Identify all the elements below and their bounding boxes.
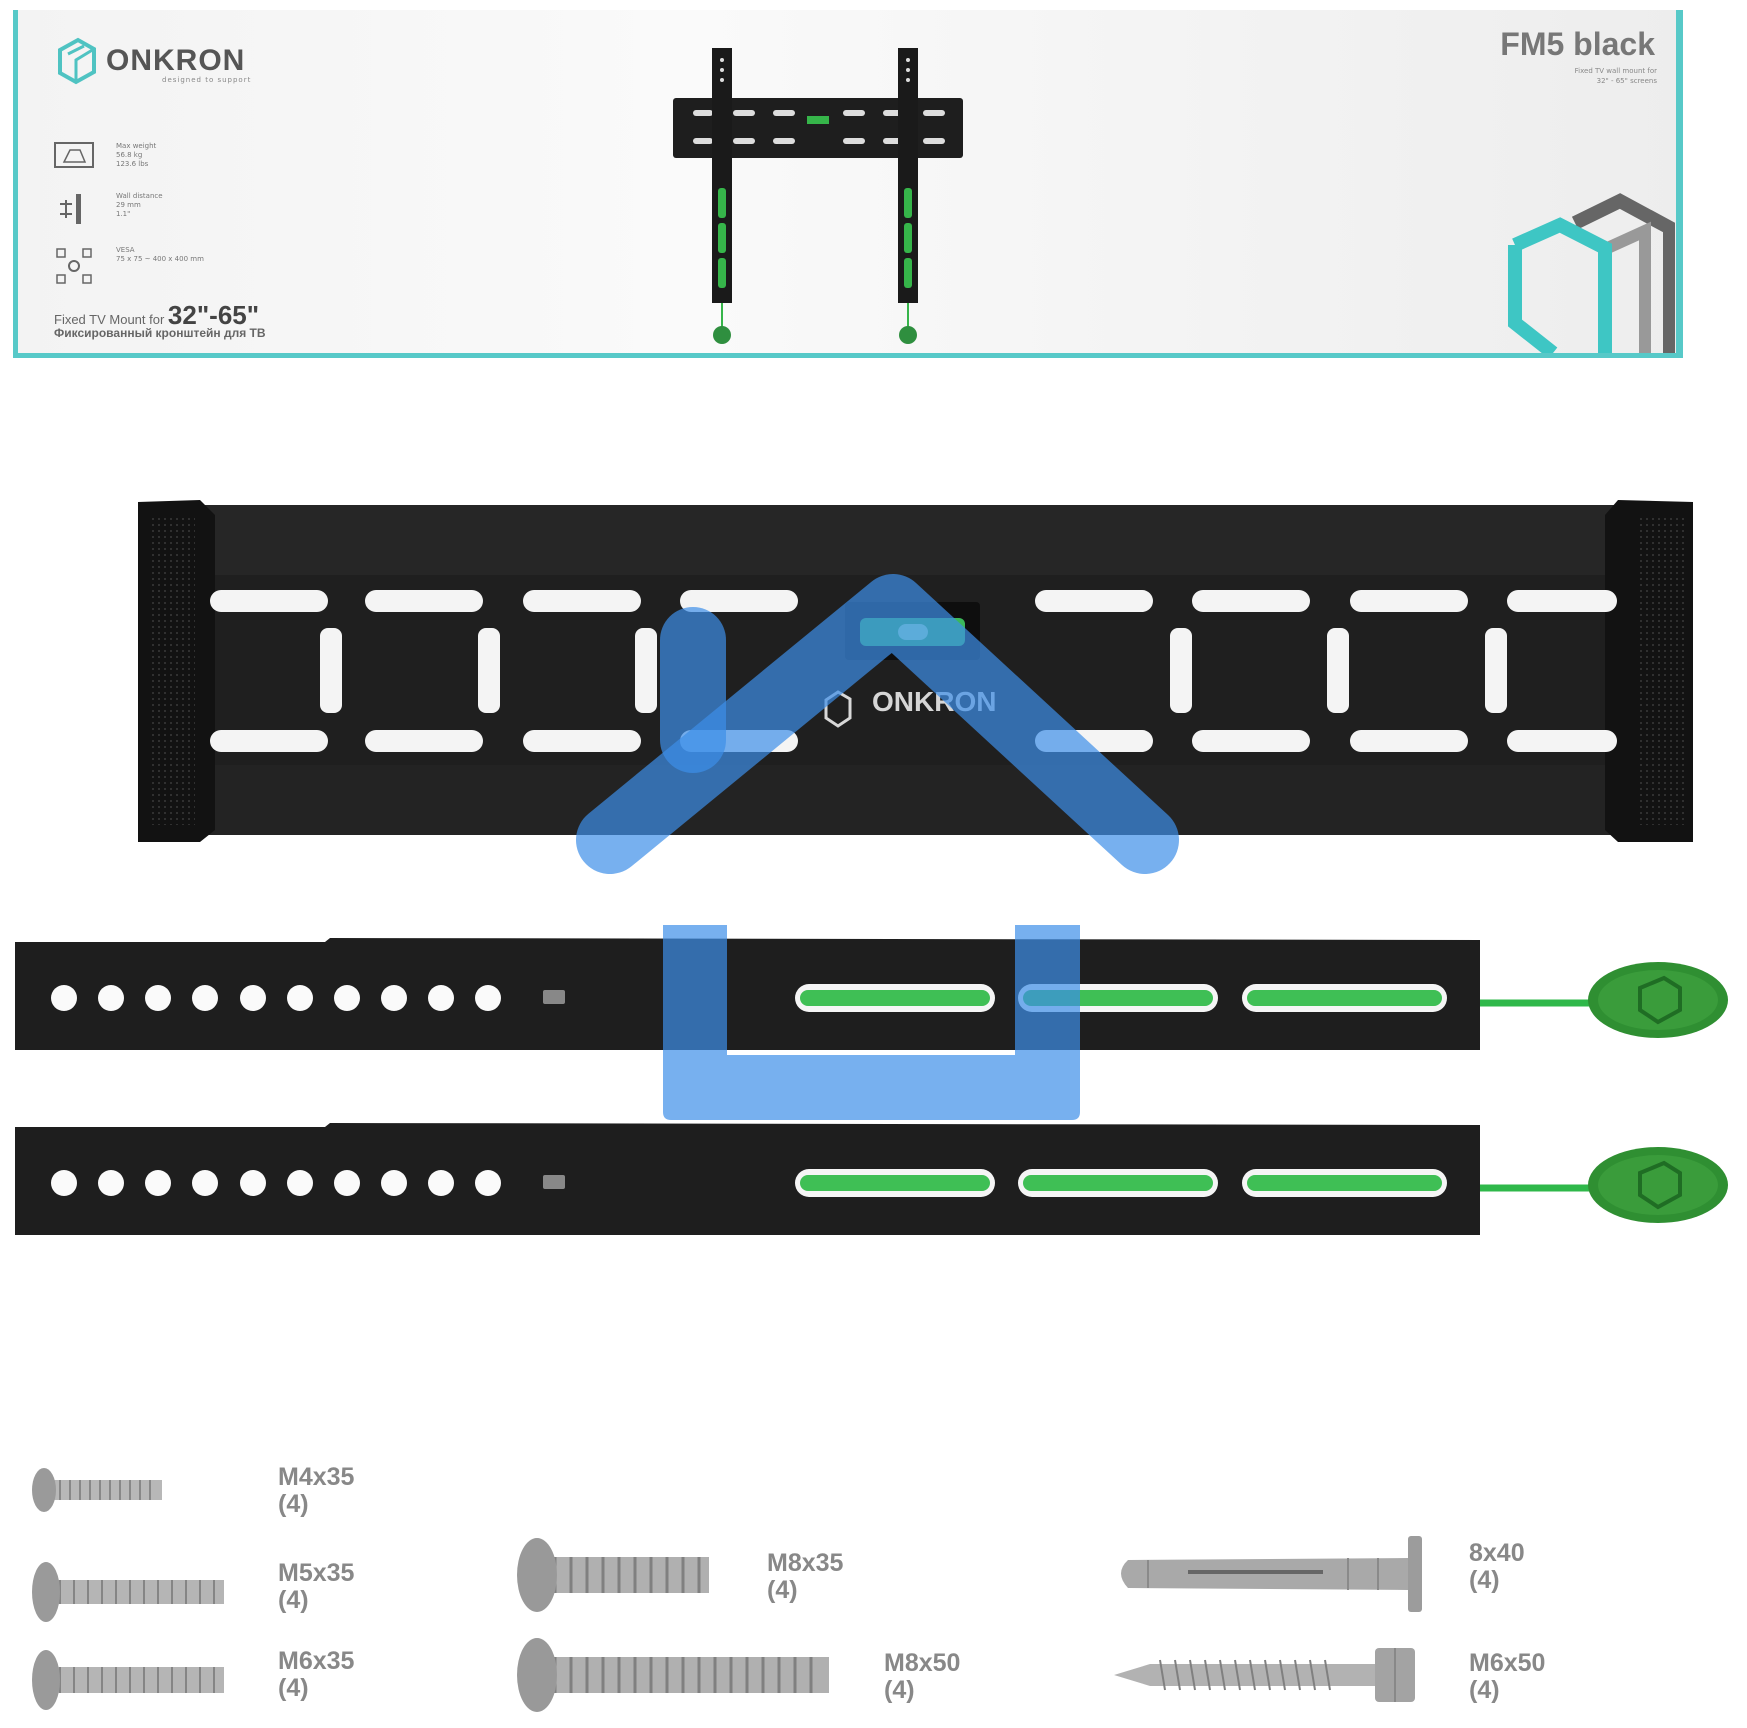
brand-tagline: designed to support (162, 76, 252, 84)
weight-icon (54, 142, 94, 168)
hw-qty: (4) (278, 1490, 309, 1518)
rail-slots (795, 984, 1447, 1012)
title-prefix: Fixed TV Mount for (54, 312, 168, 327)
rail-slots (795, 1169, 1447, 1197)
hw-size: 8x40 (1469, 1539, 1525, 1567)
package-label: ONKRON designed to support Max weight 56… (13, 10, 1683, 358)
mount-thumbnail (673, 48, 963, 344)
hw-size: M6x35 (278, 1647, 355, 1675)
plate-brand-text: ONKRON (872, 686, 996, 717)
bolt-m8x35-icon (517, 1538, 709, 1612)
hw-qty: (4) (278, 1586, 309, 1614)
vertical-rail-2 (15, 1123, 1728, 1235)
hw-label-m5x35: M5x35 (4) (278, 1560, 354, 1614)
hw-size: M8x50 (884, 1649, 961, 1677)
onkron-cube-icon (58, 37, 96, 85)
bolt-m5x35-icon (32, 1562, 224, 1622)
model-name: FM5 black (1500, 26, 1655, 62)
spec-text: Wall distance 29 mm 1.1" (116, 192, 163, 218)
rail-holes (51, 1170, 501, 1196)
hw-qty: (4) (278, 1674, 309, 1702)
hw-size: M4x35 (278, 1463, 355, 1491)
safety-lock-tag-icon (1588, 1147, 1728, 1223)
hw-size: M6x50 (1469, 1649, 1546, 1677)
hw-label-m6x50: M6x50 (4) (1469, 1650, 1545, 1704)
label-title: Fixed TV Mount for 32"-65" (54, 300, 259, 331)
spec-max-weight: Max weight 56.8 kg 123.6 lbs (54, 142, 156, 169)
hw-qty: (4) (1469, 1566, 1500, 1594)
onkron-logo: ONKRON designed to support (54, 36, 250, 86)
bolt-m6x35-icon (32, 1650, 224, 1710)
lag-screw-m6x50-icon (1114, 1648, 1415, 1702)
wall-distance-icon (60, 194, 81, 224)
model-description: Fixed TV wall mount for 32" - 65" screen… (1574, 67, 1657, 85)
vesa-icon (56, 248, 92, 284)
bolt-m4x35-icon (32, 1468, 162, 1512)
brand-name: ONKRON (106, 44, 246, 77)
hw-qty: (4) (767, 1576, 798, 1604)
hw-qty: (4) (884, 1676, 915, 1704)
hw-qty: (4) (1469, 1676, 1500, 1704)
spec-text: Max weight 56.8 kg 123.6 lbs (116, 142, 157, 168)
hw-label-m4x35: M4x35 (4) (278, 1464, 354, 1518)
hw-label-m8x50: M8x50 (4) (884, 1650, 960, 1704)
spec-text: VESA 75 x 75 ~ 400 x 400 mm (116, 246, 204, 263)
safety-lock-tag-icon (1588, 962, 1728, 1038)
hw-size: M8x35 (767, 1549, 844, 1577)
hw-label-m8x35: M8x35 (4) (767, 1550, 843, 1604)
bubble-level-icon (845, 602, 980, 660)
spec-vesa: VESA 75 x 75 ~ 400 x 400 mm (54, 246, 204, 286)
label-subtitle: Фиксированный кронштейн для ТВ (54, 326, 266, 340)
corner-cube-logo (1508, 193, 1675, 353)
rail-holes (51, 985, 501, 1011)
bolt-m8x50-icon (517, 1638, 829, 1712)
wall-anchor-8x40-icon (1121, 1536, 1422, 1612)
wall-plate: ONKRON (138, 500, 1693, 842)
hw-size: M5x35 (278, 1559, 355, 1587)
spec-wall-distance: Wall distance 29 mm 1.1" (54, 192, 163, 226)
vertical-rail-1 (15, 938, 1728, 1050)
hw-label-m6x35: M6x35 (4) (278, 1648, 354, 1702)
hw-label-8x40: 8x40 (4) (1469, 1540, 1525, 1594)
title-size: 32"-65" (167, 300, 260, 330)
